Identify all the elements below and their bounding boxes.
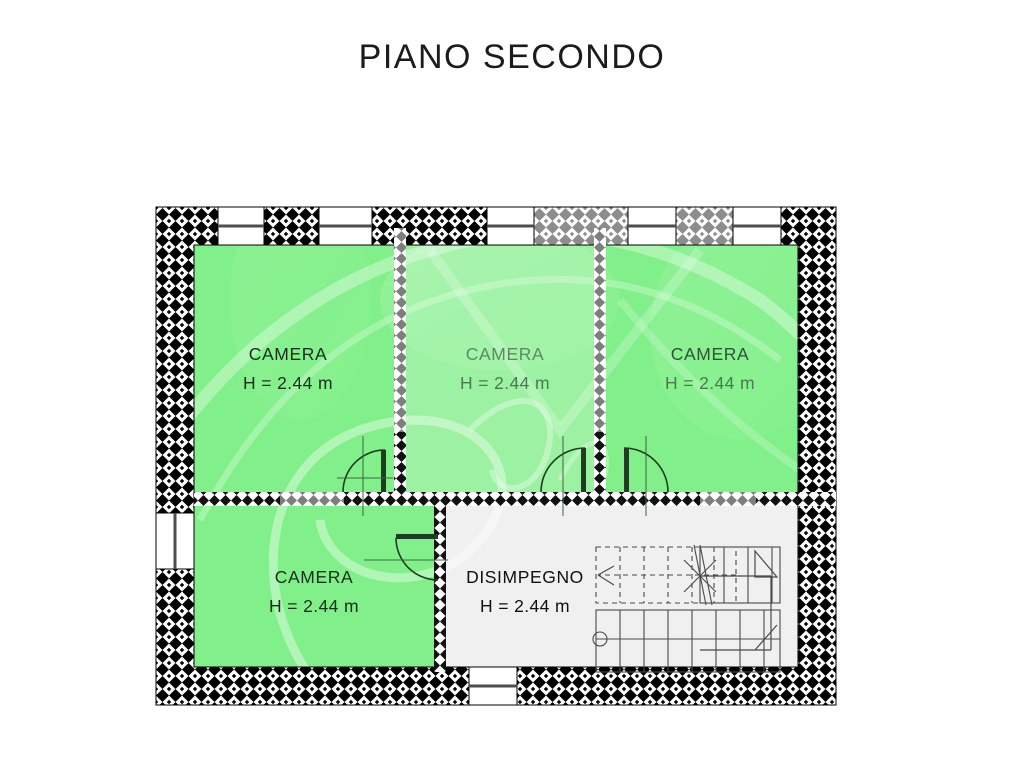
room-label-disimpegno-height: H = 2.44 m [480, 596, 570, 616]
wall-between-room2-room3-lower [594, 432, 606, 506]
room-label-camera-top-right-height: H = 2.44 m [665, 373, 755, 393]
wall-corridor-top-faded [280, 492, 344, 506]
staircase-upper-run-solid [699, 546, 781, 604]
room-label-camera-top-left-height: H = 2.44 m [243, 373, 333, 393]
window-left-1 [155, 512, 195, 570]
window-bottom-1 [468, 666, 518, 706]
staircase-lower-run [595, 609, 781, 673]
wall-corridor-top [194, 492, 836, 506]
room-labels: CAMERA H = 2.44 m CAMERA H = 2.44 m CAME… [243, 344, 755, 616]
window-top-2 [318, 206, 373, 246]
room-label-camera-top-left-name: CAMERA [249, 344, 327, 364]
windows [155, 206, 782, 706]
page-title: PIANO SECONDO [358, 38, 666, 76]
room-label-camera-bottom-left-name: CAMERA [275, 567, 353, 587]
room-label-camera-bottom-left-height: H = 2.44 m [269, 596, 359, 616]
window-top-1 [217, 206, 265, 246]
wall-right [798, 207, 836, 705]
window-top-5 [732, 206, 782, 246]
room-label-camera-top-right-name: CAMERA [671, 344, 749, 364]
interior-walls [194, 228, 836, 672]
staircase-upper-run [595, 546, 737, 604]
staircase-arrowhead-up [597, 565, 615, 586]
window-top-4 [627, 206, 677, 246]
room-fill-disimpegno [444, 504, 806, 672]
doors [337, 436, 669, 581]
wall-top-faded-b [676, 207, 734, 245]
room-label-camera-top-middle-height: H = 2.44 m [460, 373, 550, 393]
room-label-disimpegno-name: DISIMPEGNO [466, 567, 584, 587]
wall-between-camera-disimpegno [434, 504, 446, 672]
wall-between-room2-room3-upper [594, 228, 606, 432]
staircase-pivot-circle [592, 631, 608, 647]
room-label-camera-top-middle-name: CAMERA [466, 344, 544, 364]
door-camera-bottom-left [364, 534, 448, 581]
door-camera-top-left [337, 436, 393, 516]
wall-between-room1-room2-upper [394, 228, 406, 432]
staircase-direction-arrow [700, 549, 779, 651]
room-fill-camera-bottom-left [194, 504, 444, 672]
window-top-3 [486, 206, 535, 246]
door-camera-top-middle [540, 436, 586, 516]
wall-corridor-top-faded2 [700, 492, 756, 506]
wall-top-faded-a [534, 207, 629, 245]
wall-between-room1-room2-lower [394, 432, 406, 506]
door-camera-top-right [623, 436, 669, 516]
wall-left [156, 207, 194, 705]
staircase [592, 544, 781, 673]
